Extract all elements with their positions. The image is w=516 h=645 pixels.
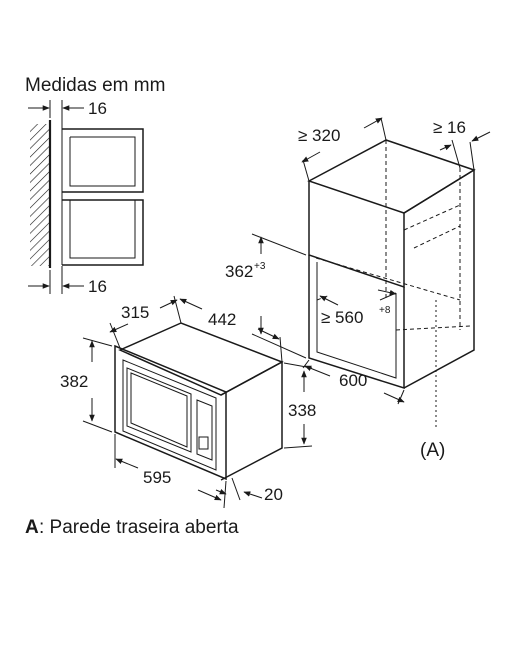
appliance-frame-height-value: 382	[60, 372, 88, 391]
depth-min-dimension: ≥ 320	[298, 117, 387, 182]
cabinet-isometric: ≥ 320 ≥ 16 362 +3 ≥ 560 +8	[225, 117, 491, 461]
side-gap-dimension: ≥ 16	[433, 118, 491, 171]
appliance-frame-depth-value: 20	[264, 485, 283, 504]
lower-cabinet-outline	[62, 199, 144, 266]
opening-width-tolerance: +8	[379, 305, 391, 316]
units-title: Medidas em mm	[25, 75, 165, 96]
appliance-door-outer	[122, 359, 217, 471]
opening-width-value: ≥ 560	[321, 308, 363, 327]
appliance-window-inner	[130, 372, 188, 448]
legend-key: A	[25, 517, 39, 538]
depth-min-value: ≥ 320	[298, 126, 340, 145]
appliance-depth-dimension: 315	[109, 295, 182, 349]
appliance-frame-height-dimension: 382	[60, 337, 113, 433]
opening-height-tolerance: +3	[254, 261, 266, 272]
appliance-depth-total-value: 442	[208, 310, 236, 329]
cabinet-top-face	[307, 139, 476, 214]
legend-text: : Parede traseira aberta	[39, 517, 239, 538]
appliance-frame-width-dimension: 595	[114, 434, 227, 509]
appliance-body-height-value: 338	[288, 401, 316, 420]
appliance-frame-depth-dimension: 20	[215, 477, 283, 504]
appliance-control-panel	[196, 399, 213, 461]
appliance-isometric: 315 442 382 338	[60, 295, 316, 509]
opening-height-value: 362	[225, 262, 253, 281]
lower-cabinet-inner	[69, 200, 136, 259]
upper-cabinet-inner	[69, 136, 136, 187]
appliance-display-icon	[198, 436, 209, 450]
cabinet-width-value: 600	[339, 371, 367, 390]
opening-inner-frame	[316, 262, 397, 379]
appliance-front-frame	[114, 344, 227, 481]
upper-cabinet-outline	[62, 128, 144, 193]
rear-wall-label: (A)	[420, 440, 445, 461]
wall-hatch	[30, 124, 50, 266]
legend: A : Parede traseira aberta	[25, 517, 239, 538]
cabinet-width-dimension: 600	[302, 359, 405, 405]
side-section-view: 16 16	[28, 99, 144, 296]
appliance-body-height-dimension: 338	[283, 362, 316, 449]
appliance-top-face	[118, 322, 284, 396]
bottom-gap-value: 16	[88, 277, 107, 296]
top-gap-dimension: 16	[28, 99, 107, 130]
appliance-side-face	[220, 360, 283, 481]
top-gap-value: 16	[88, 99, 107, 118]
cabinet-upper-side	[403, 168, 475, 250]
opening-front-frame	[308, 255, 405, 390]
appliance-depth-total-dimension: 442	[179, 298, 283, 363]
appliance-window	[126, 367, 192, 453]
side-gap-value: ≥ 16	[433, 118, 466, 137]
cabinet-upper-front	[308, 181, 405, 289]
appliance-depth-value: 315	[121, 303, 149, 322]
opening-height-dimension: 362 +3	[225, 233, 307, 359]
bottom-gap-dimension: 16	[28, 266, 107, 296]
appliance-frame-width-value: 595	[143, 468, 171, 487]
cabinet-lower-side	[403, 250, 475, 389]
opening-width-dimension: ≥ 560 +8	[319, 289, 397, 327]
